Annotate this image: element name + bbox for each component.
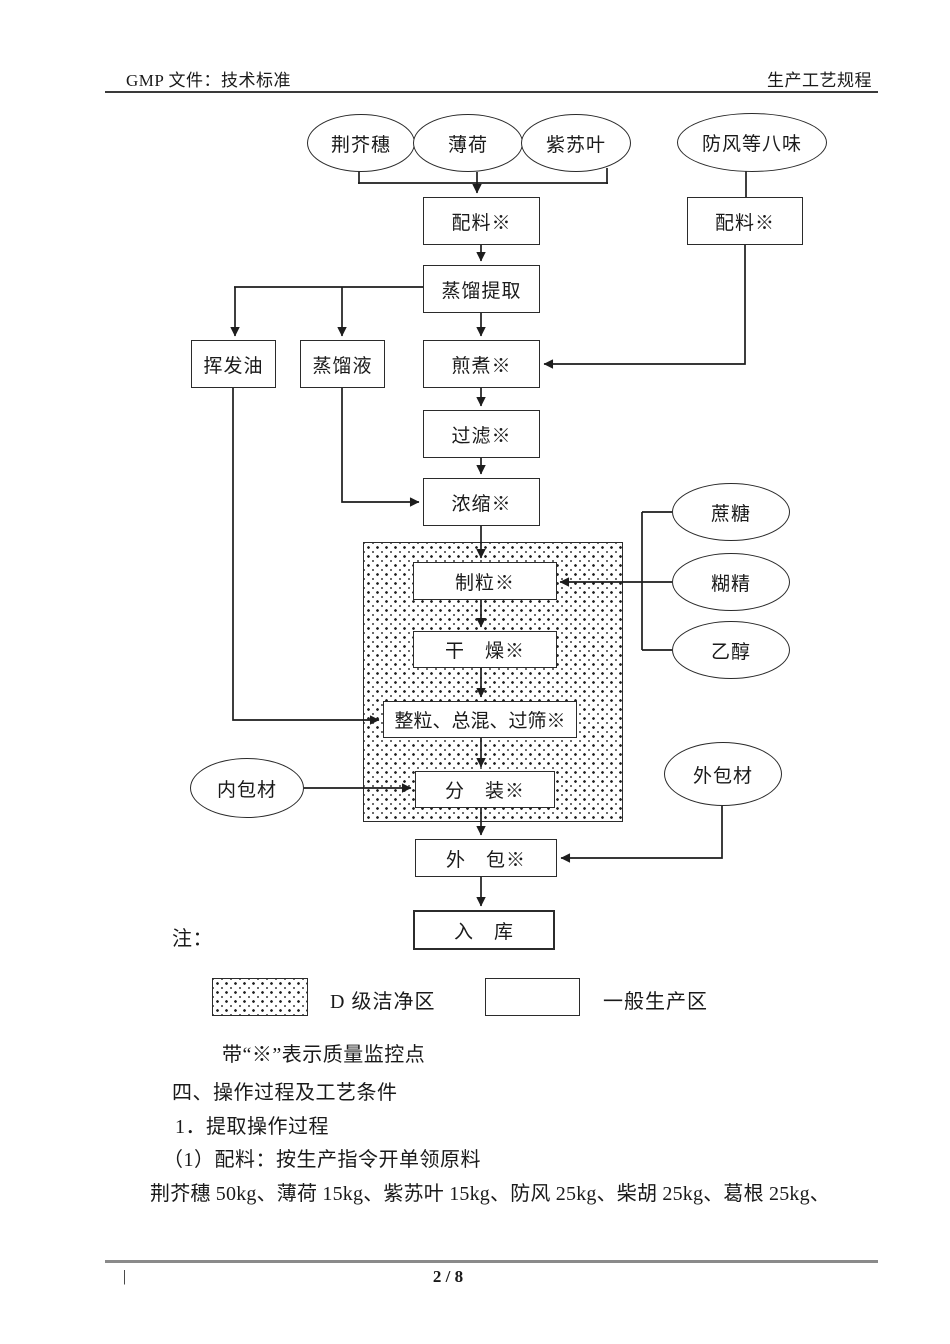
material-zisuye-ellipse: 紫苏叶 xyxy=(521,114,631,172)
step-zhengliuye-label: 蒸馏液 xyxy=(312,355,373,377)
section-title: 四、操作过程及工艺条件 xyxy=(172,1082,398,1104)
step-peiliao-left-box: 配料※ xyxy=(423,197,540,245)
step-zhengli-zonghun-guoshai-box: 整粒、总混、过筛※ xyxy=(383,701,577,738)
step-zhengliuye-box: 蒸馏液 xyxy=(300,340,385,388)
header-right: 生产工艺规程 xyxy=(767,71,872,90)
step-fenzhuang-box: 分 装※ xyxy=(415,771,555,808)
packaging-waibaocai-label: 外包材 xyxy=(692,765,753,787)
sub-title: 1．提取操作过程 xyxy=(175,1116,329,1138)
step-waibao-label: 外 包※ xyxy=(445,849,526,871)
step-zhengliu-tiqu-box: 蒸馏提取 xyxy=(423,265,540,313)
material-zisuye-label: 紫苏叶 xyxy=(545,134,606,156)
material-jingjiesui-label: 荆芥穗 xyxy=(330,134,391,156)
packaging-neibaocai-ellipse: 内包材 xyxy=(190,758,304,818)
step-fenzhuang-label: 分 装※ xyxy=(444,781,525,802)
legend-d-clean-label: D 级洁净区 xyxy=(330,991,436,1013)
step-guolv-box: 过滤※ xyxy=(423,410,540,458)
footer-left-mark: | xyxy=(123,1268,127,1285)
step-peiliao-left-label: 配料※ xyxy=(451,212,512,234)
step-waibao-box: 外 包※ xyxy=(415,839,557,877)
material-bohe-ellipse: 薄荷 xyxy=(413,114,523,172)
legend-general-label: 一般生产区 xyxy=(603,991,708,1013)
step-jianzhu-label: 煎煮※ xyxy=(451,355,512,377)
packaging-neibaocai-label: 内包材 xyxy=(216,779,277,801)
step-zhengli-zonghun-guoshai-label: 整粒、总混、过筛※ xyxy=(394,711,566,732)
quality-note: 带“※”表示质量监控点 xyxy=(222,1044,426,1066)
step-jianzhu-box: 煎煮※ xyxy=(423,340,540,388)
step-zhili-box: 制粒※ xyxy=(413,562,557,600)
step-zhengliu-tiqu-label: 蒸馏提取 xyxy=(441,280,522,302)
note-label: 注： xyxy=(172,928,213,950)
page-number: 2 / 8 xyxy=(432,1267,464,1286)
excipient-yichun-ellipse: 乙醇 xyxy=(672,621,790,679)
legend-general-swatch xyxy=(485,978,580,1016)
material-bohe-label: 薄荷 xyxy=(447,134,488,156)
excipient-yichun-label: 乙醇 xyxy=(710,641,751,663)
step-guolv-label: 过滤※ xyxy=(451,425,512,447)
step-ruku-box: 入 库 xyxy=(413,910,555,950)
material-fangfeng-group-label: 防风等八味 xyxy=(701,134,802,155)
step-ganzao-label: 干 燥※ xyxy=(444,641,525,662)
step-nongsuo-box: 浓缩※ xyxy=(423,478,540,526)
packaging-waibaocai-ellipse: 外包材 xyxy=(664,742,782,806)
step-ganzao-box: 干 燥※ xyxy=(413,631,557,668)
excipient-zhetang-label: 蔗糖 xyxy=(710,503,751,525)
materials-quantity-line: 荆芥穗 50kg、薄荷 15kg、紫苏叶 15kg、防风 25kg、柴胡 25k… xyxy=(150,1183,830,1205)
step-peiliao-right-label: 配料※ xyxy=(714,212,775,234)
material-jingjiesui-ellipse: 荆芥穗 xyxy=(307,114,415,172)
step-peiliao-right-box: 配料※ xyxy=(687,197,803,245)
step-huifayou-label: 挥发油 xyxy=(203,355,264,377)
excipient-hujing-label: 糊精 xyxy=(710,573,751,595)
header-rule xyxy=(105,91,878,93)
step1-text: （1）配料：按生产指令开单领原料 xyxy=(163,1149,481,1171)
header-left: GMP 文件：技术标准 xyxy=(126,71,291,90)
legend-d-clean-swatch xyxy=(212,978,308,1016)
step-zhili-label: 制粒※ xyxy=(454,572,515,594)
footer-rule xyxy=(105,1260,878,1263)
step-nongsuo-label: 浓缩※ xyxy=(451,493,512,515)
excipient-hujing-ellipse: 糊精 xyxy=(672,553,790,611)
material-fangfeng-group-ellipse: 防风等八味 xyxy=(677,113,827,172)
step-huifayou-box: 挥发油 xyxy=(191,340,276,388)
step-ruku-label: 入 库 xyxy=(453,921,514,943)
excipient-zhetang-ellipse: 蔗糖 xyxy=(672,483,790,541)
